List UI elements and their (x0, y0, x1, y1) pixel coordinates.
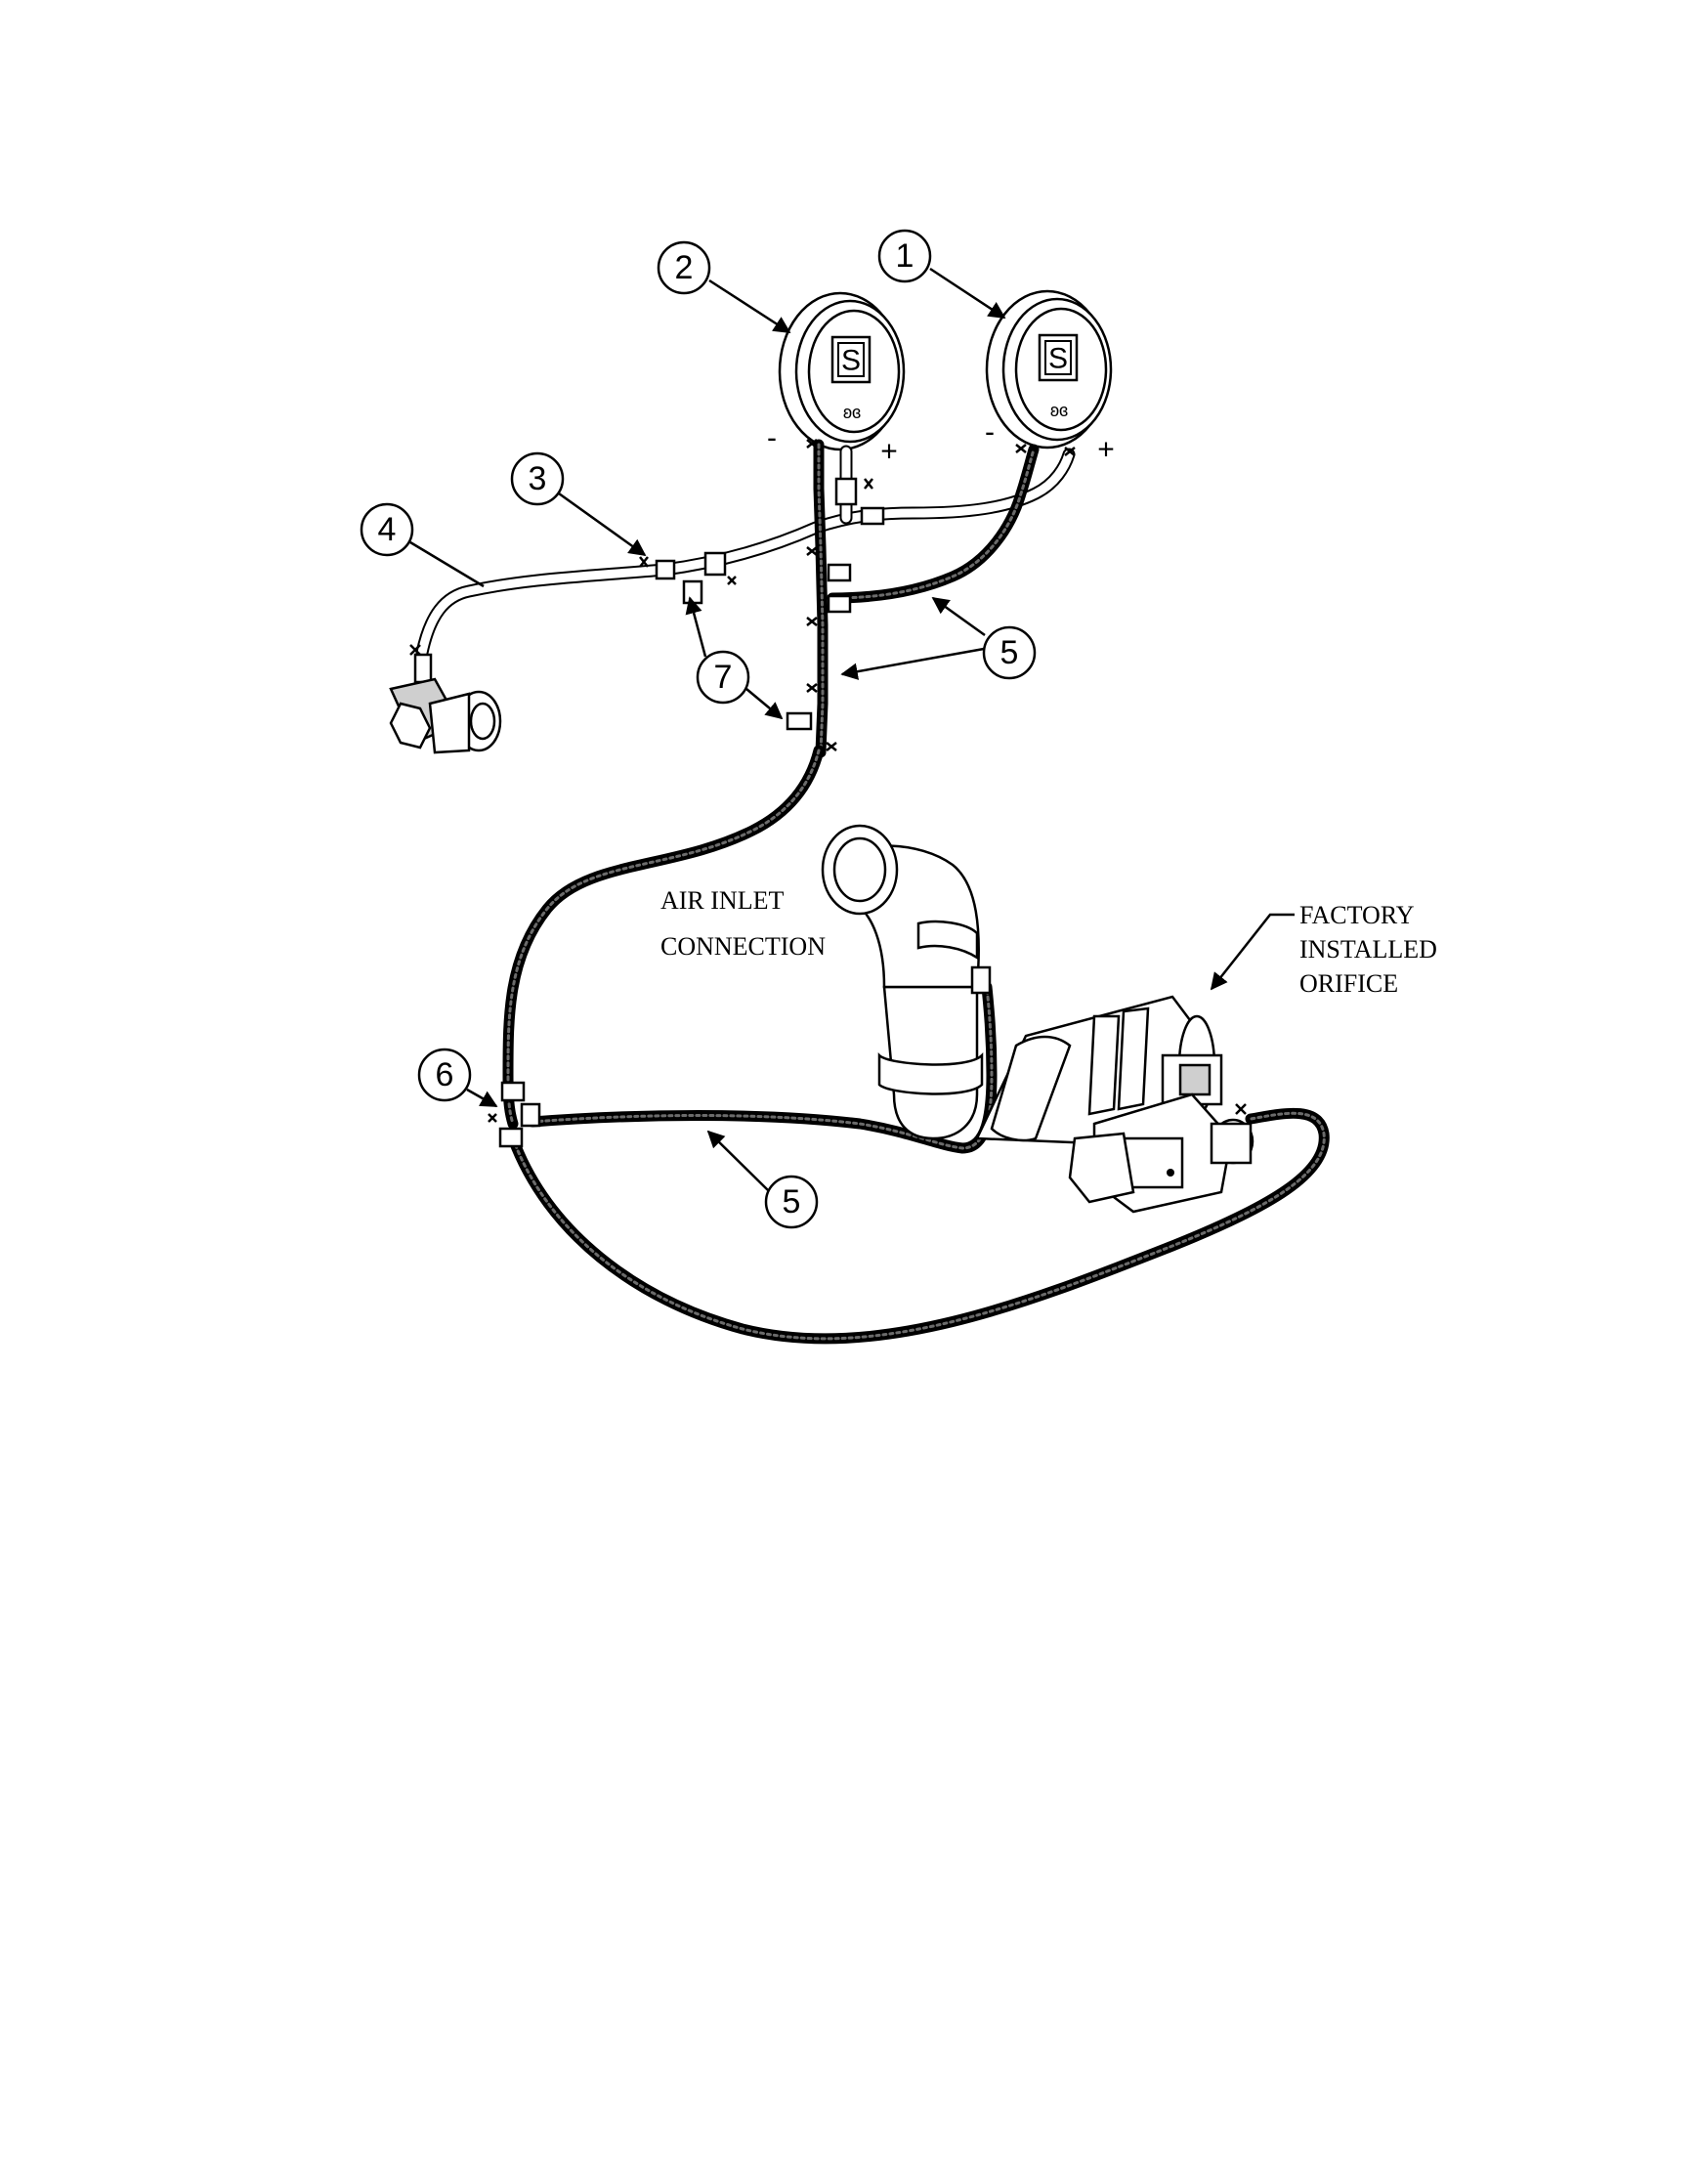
callout-2: 2 (657, 240, 791, 334)
gauge-1-sub: ʚɞ (1050, 401, 1068, 420)
clamps-vertical (806, 439, 1076, 693)
tube-3 (658, 448, 1076, 577)
svg-text:5: 5 (1000, 634, 1019, 671)
gauge-2-sub: ʚɞ (843, 403, 861, 422)
tee-3 (639, 556, 676, 580)
callout-7: 7 (685, 596, 784, 720)
callout-5b: 5 (706, 1130, 819, 1229)
hose-5-lower (527, 981, 998, 1154)
gauge-2-plus: + (880, 436, 898, 468)
orifice-assembly (975, 995, 1254, 1214)
orifice-line3: ORIFICE (1299, 969, 1398, 998)
gauge-2-symbol: S (841, 345, 861, 377)
air-fitting-connector (389, 644, 502, 754)
svg-text:7: 7 (714, 659, 733, 696)
gauge-2: S ʚɞ (778, 291, 906, 451)
gauge-1: S ʚɞ (985, 289, 1113, 450)
tube-4 (415, 563, 671, 660)
orifice-label: FACTORY INSTALLED ORIFICE (1210, 901, 1437, 998)
air-inlet-line1: AIR INLET (660, 886, 784, 915)
svg-text:6: 6 (436, 1056, 454, 1093)
svg-text:5: 5 (783, 1183, 801, 1220)
callout-4: 4 (360, 502, 485, 588)
hose-main-down (502, 745, 825, 1130)
tee-7-lower (786, 711, 837, 751)
tee-gauge-junction (827, 477, 885, 614)
svg-text:2: 2 (675, 249, 694, 286)
tee-6 (488, 1081, 541, 1148)
hose-bottom-loop (507, 1107, 1330, 1345)
callout-6: 6 (417, 1048, 498, 1108)
air-inlet-elbow (821, 824, 992, 1140)
callout-3: 3 (510, 451, 647, 557)
hose-5-vertical (813, 439, 829, 758)
air-inlet-label: AIR INLET CONNECTION (660, 886, 826, 961)
svg-text:4: 4 (378, 511, 397, 548)
orifice-line1: FACTORY (1299, 901, 1415, 929)
gauge-1-minus: - (985, 416, 995, 449)
gauge-1-plus: + (1097, 434, 1115, 466)
svg-text:3: 3 (529, 460, 547, 497)
gauge-1-symbol: S (1048, 343, 1068, 375)
callout-1: 1 (877, 229, 1006, 320)
svg-text:1: 1 (896, 237, 914, 275)
orifice-line2: INSTALLED (1299, 935, 1437, 964)
gauge-2-minus: - (767, 422, 777, 454)
air-inlet-line2: CONNECTION (660, 932, 826, 961)
hose-5-upper (827, 444, 1040, 604)
callout-5a: 5 (840, 596, 1037, 680)
